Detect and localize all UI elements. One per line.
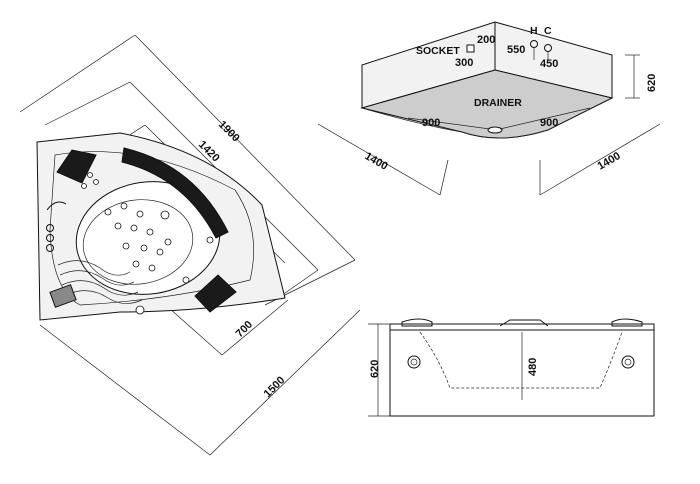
dim-900-left: 900 [422,117,440,129]
hot-pipe [530,40,538,48]
iso-view: DRAINER SOCKET 200 300 550 450 H C 620 9… [317,21,661,196]
dim-450: 450 [540,58,558,70]
drainer-label: DRAINER [474,97,522,109]
side-top-fitting [499,319,549,327]
side-view: 480 620 [368,318,655,417]
drain-hole [487,126,503,134]
dim-1400-left: 1400 [363,150,390,173]
side-jet-left-inner [410,358,418,366]
ext-line [439,159,449,196]
seat-wave [65,290,143,304]
seat-wave [61,280,139,296]
control-panel [49,284,77,308]
dim-line-1400-left [317,123,441,196]
dim-line-1900 [134,34,356,261]
dim-620-side: 620 [369,360,381,378]
side-jet-left [407,355,421,369]
knob [46,234,54,242]
seat-wave [57,260,131,276]
side-headrest-left [401,318,433,327]
hot-label: H [530,25,538,37]
side-jet-right-inner [624,358,632,366]
plan-view: 1900 1420 980 1500 700 [19,34,361,456]
socket-box [466,44,475,53]
ext-line [209,309,361,456]
ext-line [221,299,289,356]
dim-line-1500 [39,324,211,456]
armrest-curve [121,147,229,239]
tub-basin-inner [82,199,194,285]
socket-label: SOCKET [416,45,460,57]
iso-ext [499,107,591,130]
headrest-pillow-right [194,274,237,313]
side-jet-right [621,355,635,369]
ext-line [19,34,136,113]
seat-wave [59,270,135,286]
side-basin-hidden [419,331,623,389]
dim-1400-right: 1400 [596,150,623,173]
dim-620-iso: 620 [646,74,658,92]
dim-line-1400-right [539,123,661,196]
dim-550: 550 [507,44,525,56]
cold-label: C [544,25,552,37]
iso-front-edge [361,97,613,139]
dim-200: 200 [477,34,495,46]
iso-ext [407,117,491,130]
side-headrest-right [611,318,643,327]
dim-700: 700 [234,319,255,340]
dim-300: 300 [455,57,473,69]
dim-1500: 1500 [262,374,288,400]
faucet [46,201,67,211]
knob [46,244,54,252]
dim-480: 480 [527,358,539,376]
ext-line [44,81,131,126]
cold-pipe [544,44,552,52]
headrest-pillow-left [56,149,97,184]
side-body [389,323,655,417]
dim-900-right: 900 [540,117,558,129]
knob [46,224,54,232]
jets [81,172,214,315]
